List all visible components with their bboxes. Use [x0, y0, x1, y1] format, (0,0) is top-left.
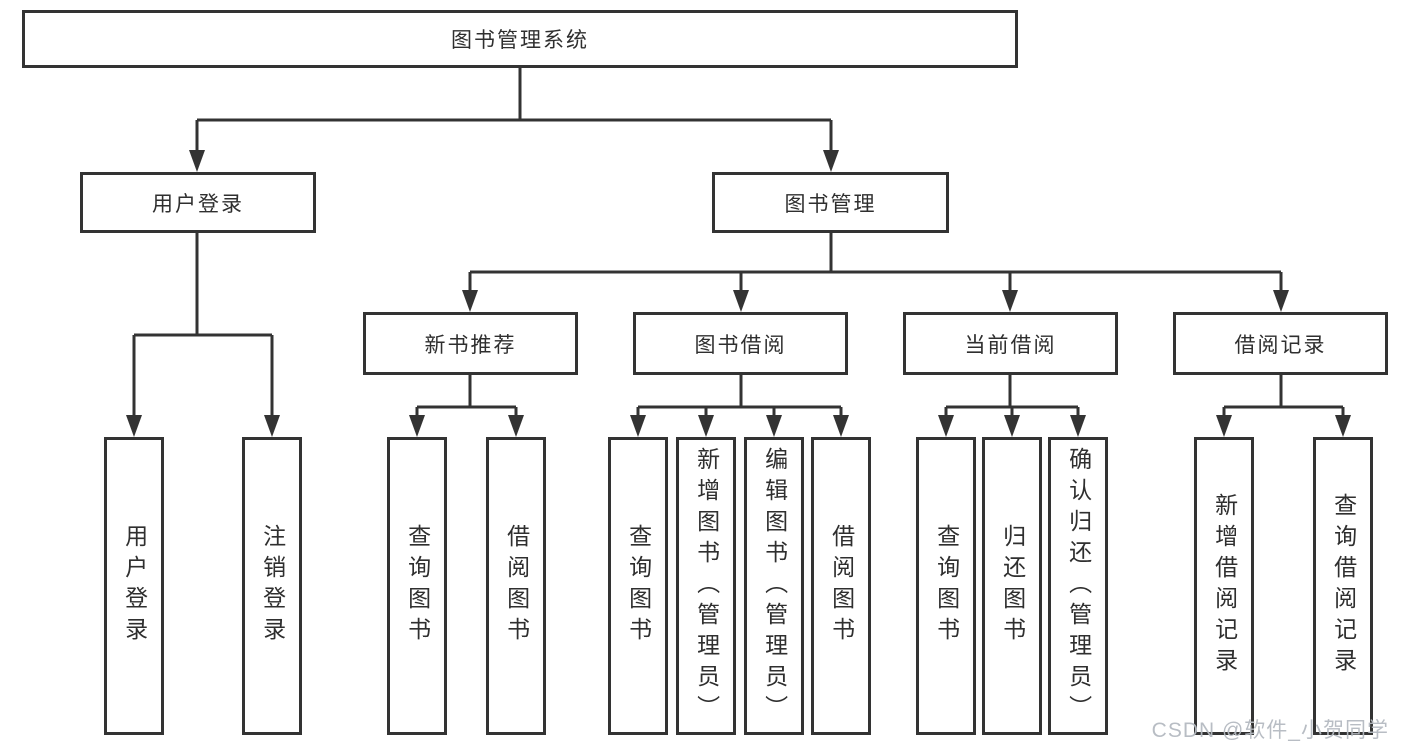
node-book-borrow-label: 图书借阅 [694, 333, 787, 357]
leaf-query-borrow-record: 查询借阅记录 [1313, 437, 1373, 735]
node-borrow-records: 借阅记录 [1173, 312, 1388, 375]
leaf-query-books-borrow: 查询图书 [608, 437, 668, 735]
leaf-logout-label: 注销登录 [259, 524, 286, 648]
leaf-user-login: 用户登录 [104, 437, 164, 735]
leaf-return-books-label: 归还图书 [999, 524, 1026, 648]
arrowheads [126, 150, 1351, 437]
node-book-borrow: 图书借阅 [633, 312, 848, 375]
leaf-add-borrow-record-label: 新增借阅记录 [1211, 493, 1238, 679]
leaf-borrow-books-recommend-label: 借阅图书 [503, 524, 530, 648]
node-book-management: 图书管理 [712, 172, 949, 233]
leaf-add-borrow-record: 新增借阅记录 [1194, 437, 1254, 735]
node-new-book-recommend: 新书推荐 [363, 312, 578, 375]
leaf-user-login-label: 用户登录 [121, 524, 148, 648]
leaf-query-borrow-record-label: 查询借阅记录 [1330, 493, 1357, 679]
leaf-query-books-current: 查询图书 [916, 437, 976, 735]
node-current-borrow: 当前借阅 [903, 312, 1118, 375]
csdn-watermark: CSDN @软件_小贺同学 [1151, 719, 1389, 742]
leaf-borrow-books-label: 借阅图书 [828, 524, 855, 648]
node-user-login-label: 用户登录 [152, 192, 244, 216]
leaf-query-books-recommend: 查询图书 [387, 437, 447, 735]
leaf-borrow-books: 借阅图书 [811, 437, 871, 735]
leaf-add-book-admin: 新增图书（管理员） [676, 437, 736, 735]
node-library-system: 图书管理系统 [22, 10, 1018, 68]
leaf-add-book-admin-label: 新增图书（管理员） [693, 446, 720, 726]
leaf-confirm-return-admin-label: 确认归还（管理员） [1065, 446, 1092, 726]
node-current-borrow-label: 当前借阅 [964, 333, 1057, 357]
leaf-edit-book-admin-label: 编辑图书（管理员） [761, 446, 788, 726]
leaf-return-books: 归还图书 [982, 437, 1042, 735]
leaf-edit-book-admin: 编辑图书（管理员） [744, 437, 804, 735]
leaf-confirm-return-admin: 确认归还（管理员） [1048, 437, 1108, 735]
node-user-login: 用户登录 [80, 172, 316, 233]
leaf-query-books-recommend-label: 查询图书 [404, 524, 431, 648]
node-book-management-label: 图书管理 [784, 192, 877, 216]
leaf-query-books-borrow-label: 查询图书 [625, 524, 652, 648]
node-borrow-records-label: 借阅记录 [1234, 333, 1327, 357]
leaf-borrow-books-recommend: 借阅图书 [486, 437, 546, 735]
leaf-logout: 注销登录 [242, 437, 302, 735]
leaf-query-books-current-label: 查询图书 [933, 524, 960, 648]
node-new-book-recommend-label: 新书推荐 [424, 333, 517, 357]
node-library-system-label: 图书管理系统 [451, 29, 589, 52]
